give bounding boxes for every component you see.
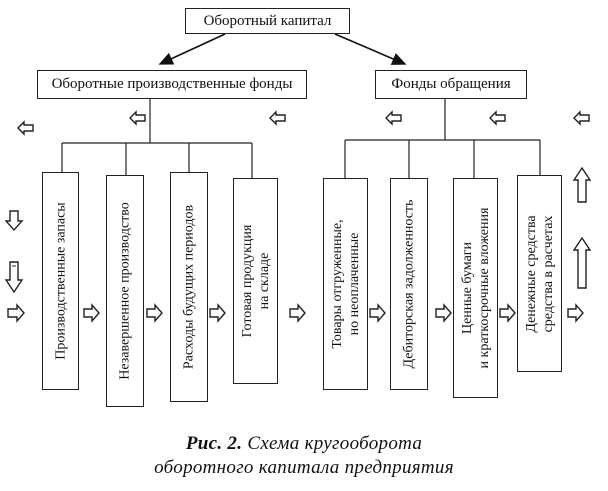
figure-caption-line1: Рис. 2. Схема кругооборота — [0, 433, 608, 455]
group-circulation: Фонды обращения — [375, 70, 527, 99]
arrow-to-circulation — [334, 33, 407, 65]
group-circulation-label: Фонды обращения — [391, 76, 511, 92]
root-node: Оборотный капитал — [185, 8, 350, 34]
hollow-arrow-icon — [129, 110, 146, 126]
hollow-arrow-right-icon — [567, 303, 584, 323]
item-label: Денежные средства средства в расчетах — [523, 214, 556, 333]
item-label: Расходы будущих периодов — [181, 204, 197, 370]
hollow-arrow-right-icon — [146, 303, 163, 323]
hollow-arrow-up-icon — [572, 166, 592, 203]
item-label: Дебиторская задолженность — [401, 199, 417, 369]
item-deferred-expenses: Расходы будущих периодов — [170, 172, 208, 402]
group-production: Оборотные производственные фонды — [37, 70, 307, 99]
hollow-arrow-icon — [489, 110, 506, 126]
hollow-arrow-right-icon — [435, 303, 452, 323]
hollow-arrow-up-icon — [572, 236, 592, 289]
item-finished-goods: Готовая продукция на складе — [233, 178, 278, 384]
figure-title-part1: Схема кругооборота — [247, 433, 423, 454]
item-label: Ценные бумаги и краткосрочные вложения — [459, 207, 492, 369]
item-label: Производственные запасы — [53, 202, 68, 360]
item-work-in-progress: Незавершенное производство — [106, 175, 144, 407]
hollow-arrow-right-icon — [499, 303, 516, 323]
figure-caption-line2: оборотного капитала предприятия — [0, 457, 608, 479]
group-production-label: Оборотные производственные фонды — [51, 76, 293, 92]
item-goods-shipped: Товары отгруженные, но неоплаченные — [323, 178, 368, 390]
hollow-arrow-down-icon — [4, 261, 24, 294]
item-label: Товары отгруженные, но неоплаченные — [329, 219, 362, 349]
hollow-arrow-right-icon — [83, 303, 100, 323]
hollow-arrow-right-icon — [369, 303, 386, 323]
hollow-arrow-icon — [17, 120, 34, 136]
item-production-stocks: Производственные запасы — [42, 172, 79, 390]
item-label: Незавершенное производство — [117, 202, 133, 380]
item-label: Готовая продукция на складе — [239, 224, 272, 338]
figure-title-part2: оборотного капитала предприятия — [154, 457, 454, 478]
figure-number: Рис. 2. — [185, 433, 243, 454]
hollow-arrow-icon — [269, 110, 286, 126]
item-receivables: Дебиторская задолженность — [390, 178, 428, 390]
hollow-arrow-right-icon — [209, 303, 226, 323]
hollow-arrow-down-icon — [4, 210, 24, 232]
item-securities: Ценные бумаги и краткосрочные вложения — [453, 178, 498, 398]
root-label: Оборотный капитал — [203, 12, 332, 29]
hollow-arrow-icon — [573, 110, 590, 126]
item-cash: Денежные средства средства в расчетах — [517, 175, 562, 372]
hollow-arrow-right-icon — [7, 303, 25, 323]
hollow-arrow-right-icon — [289, 303, 306, 323]
hollow-arrow-icon — [385, 110, 402, 126]
arrow-to-production — [158, 33, 226, 65]
